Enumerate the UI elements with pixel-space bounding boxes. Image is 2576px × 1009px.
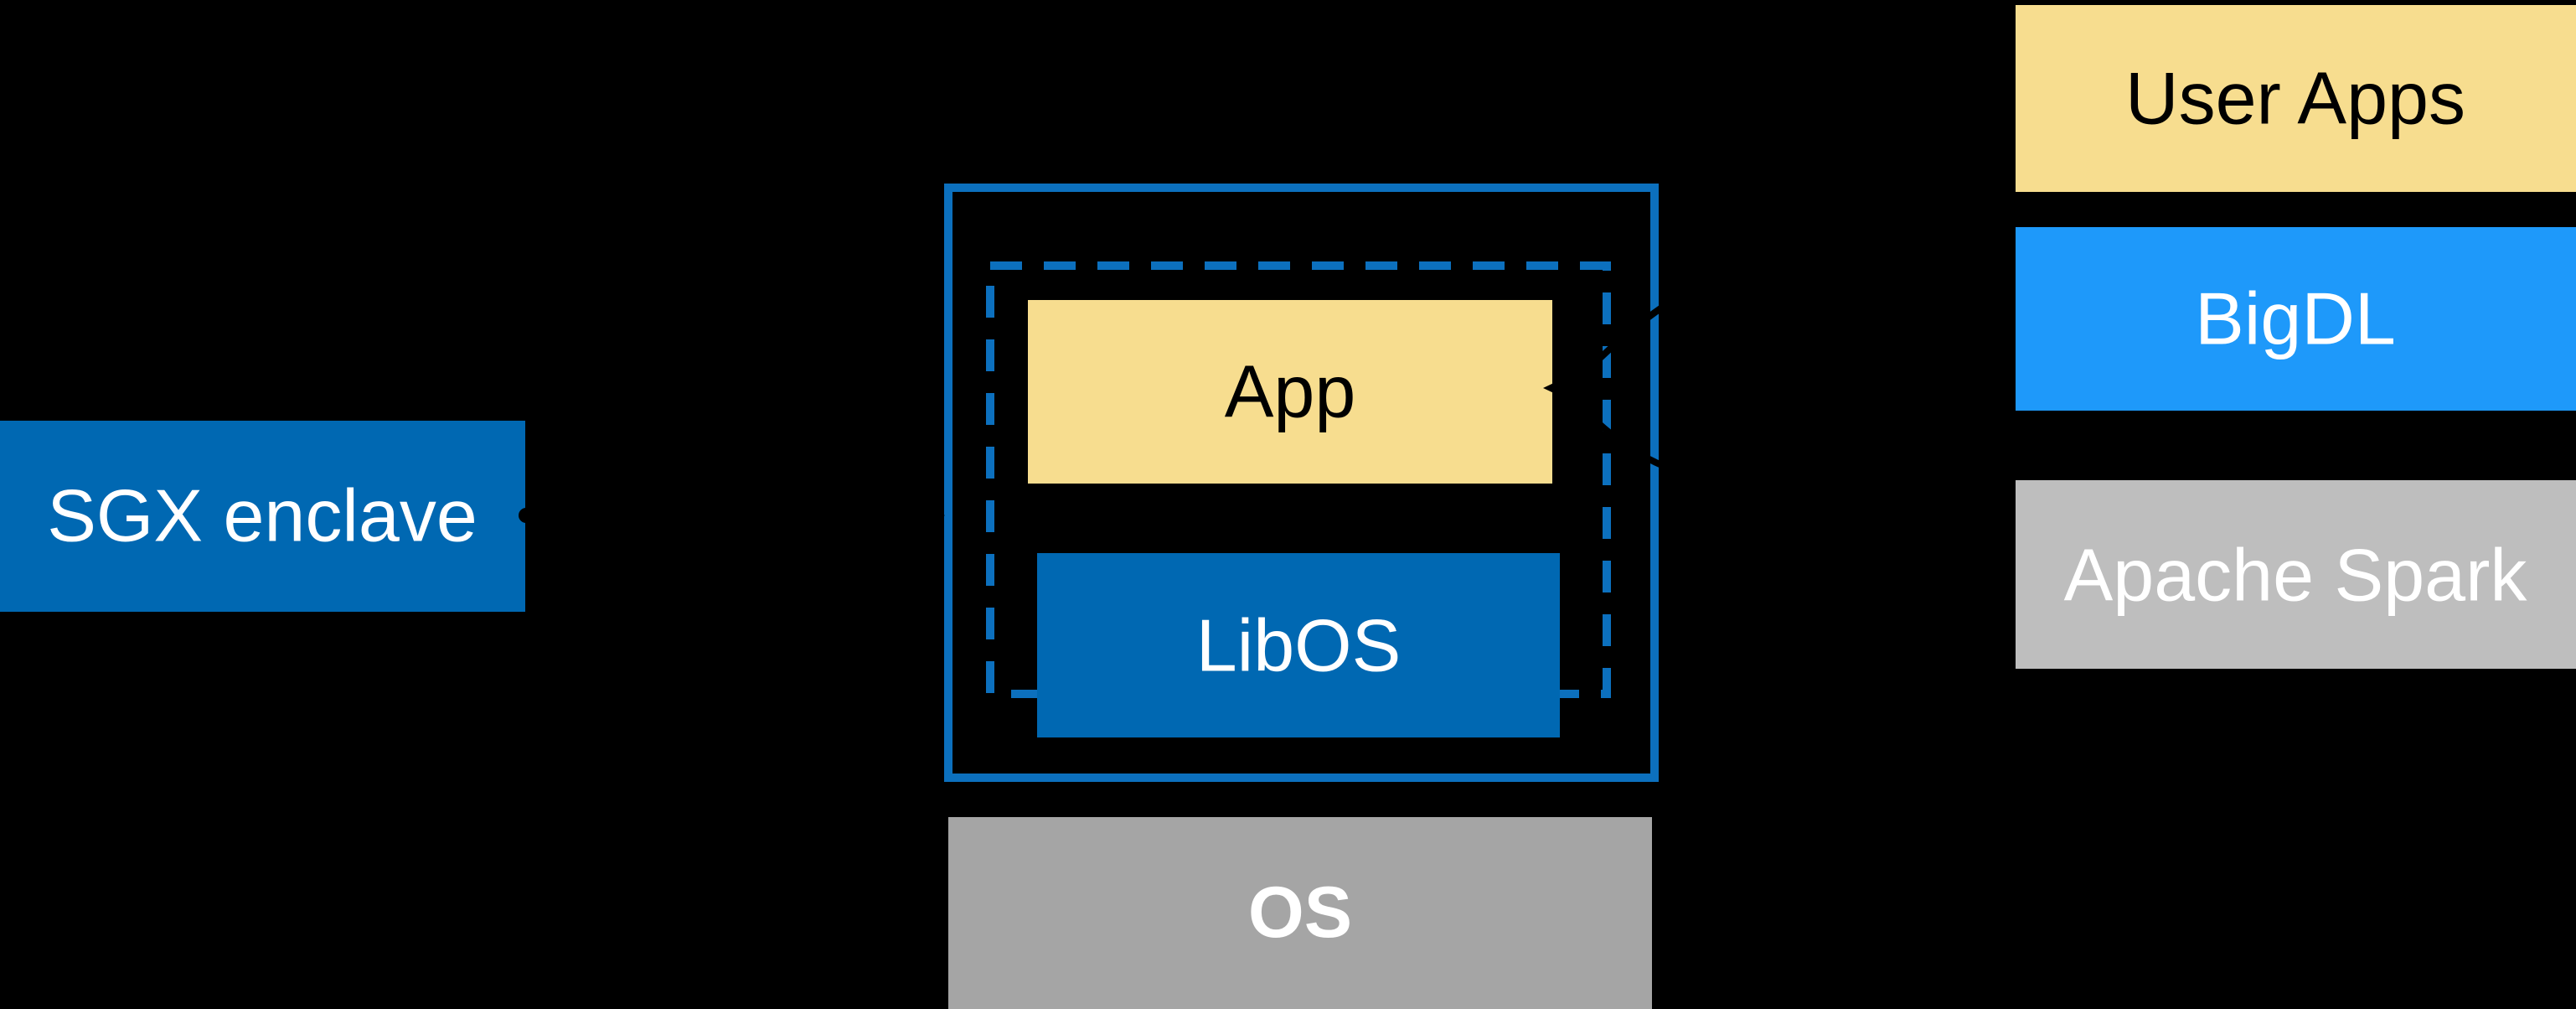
user-apps-box xyxy=(2016,5,2576,192)
enclave-outer-border xyxy=(944,184,1659,782)
sgx-connector-arrowhead xyxy=(921,503,945,528)
user-apps-label: User Apps xyxy=(2125,57,2465,140)
os-label: OS xyxy=(1248,872,1352,953)
sgx-enclave-label: SGX enclave xyxy=(47,474,478,557)
app-box xyxy=(1028,300,1552,484)
bigdl-app-connector-lower-curve xyxy=(1567,391,2020,487)
sgx-enclave-box xyxy=(0,421,525,612)
bigdl-label: BigDL xyxy=(2195,277,2396,360)
apache-spark-box xyxy=(2016,480,2576,669)
libos-label: LibOS xyxy=(1196,604,1402,687)
bigdl-box xyxy=(2016,227,2576,411)
bigdl-app-connector-upper-curve xyxy=(1567,206,2020,391)
os-box xyxy=(948,817,1652,1009)
app-connector-arrowhead xyxy=(1543,375,1572,401)
app-label: App xyxy=(1225,350,1356,433)
apache-spark-label: Apache Spark xyxy=(2064,534,2528,617)
libos-box xyxy=(1037,553,1560,737)
sgx-connector-start-dot xyxy=(519,508,534,523)
